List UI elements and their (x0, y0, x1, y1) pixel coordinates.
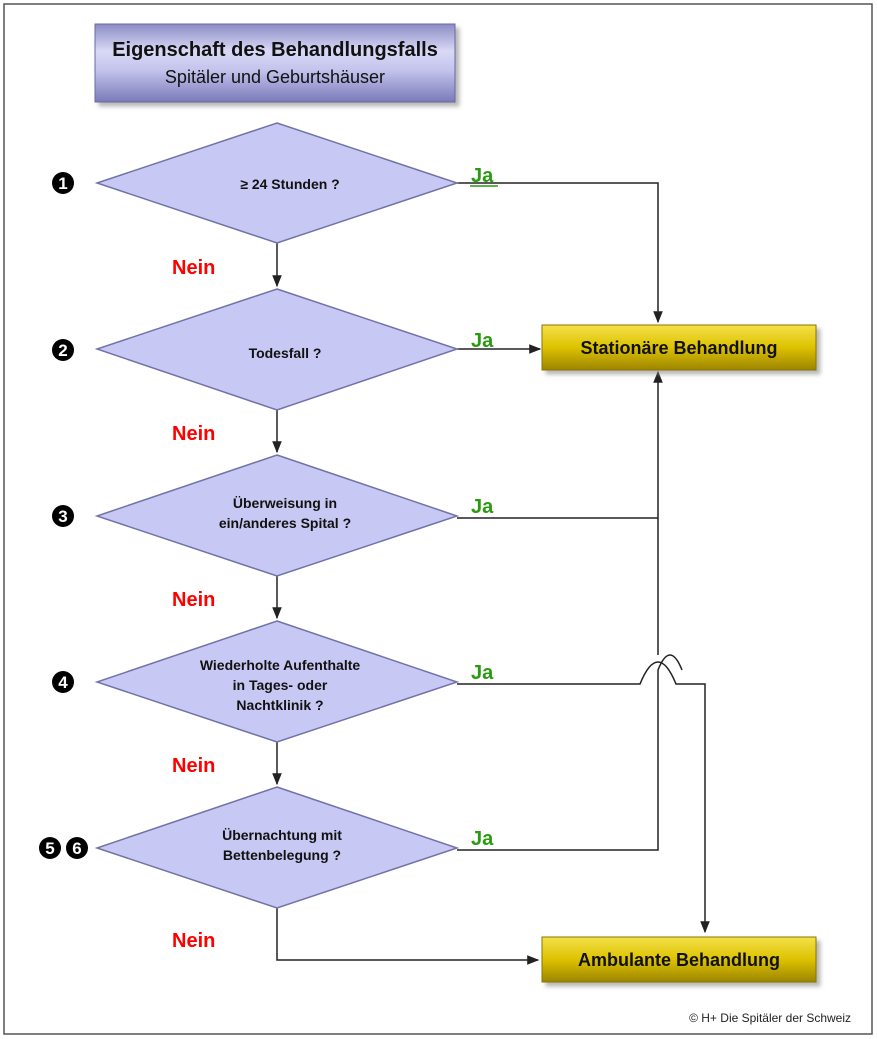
question-1-text: ≥ 24 Stunden ? (240, 176, 339, 192)
question-5-line-2: Bettenbelegung ? (223, 847, 341, 863)
question-4-line-1: Wiederholte Aufenthalte (200, 657, 361, 673)
question-3: Überweisung in ein/anderes Spital ? (94, 454, 460, 577)
yes-label-5: Ja (471, 828, 494, 850)
badge-4: 4 (52, 671, 74, 693)
no-labels: Nein Nein Nein Nein Nein (172, 257, 215, 952)
question-4-line-3: Nachtklinik ? (236, 697, 323, 713)
no-label-5: Nein (172, 930, 215, 952)
yes-label-3: Ja (471, 496, 494, 518)
svg-text:2: 2 (58, 341, 67, 360)
badge-2: 2 (52, 339, 74, 361)
connector-q4-yes (457, 661, 710, 934)
badge-3: 3 (52, 505, 74, 527)
copyright-text: © H+ Die Spitäler der Schweiz (689, 1011, 851, 1025)
question-3-line-1: Überweisung in (233, 495, 337, 511)
svg-text:6: 6 (72, 839, 81, 858)
question-3-line-2: ein/anderes Spital ? (219, 515, 351, 531)
header-subtitle: Spitäler und Geburtshäuser (165, 67, 385, 87)
yes-label-2: Ja (471, 330, 494, 352)
connector-q1-yes (457, 182, 663, 324)
question-2-text: Todesfall ? (249, 345, 322, 361)
question-4-line-2: in Tages- oder (233, 677, 328, 693)
no-label-2: Nein (172, 423, 215, 445)
connectors (272, 182, 710, 965)
no-label-1: Nein (172, 257, 215, 279)
no-label-4: Nein (172, 755, 215, 777)
header-box: Eigenschaft des Behandlungsfalls Spitäle… (94, 23, 456, 103)
connector-q5-yes (457, 654, 683, 851)
svg-text:3: 3 (58, 507, 67, 526)
no-label-3: Nein (172, 589, 215, 611)
connector-q5-no (276, 908, 540, 965)
outcome-inpatient-label: Stationäre Behandlung (580, 338, 777, 358)
outcome-outpatient-label: Ambulante Behandlung (578, 950, 780, 970)
header-title: Eigenschaft des Behandlungsfalls (112, 39, 438, 61)
yes-labels: Ja Ja Ja Ja Ja (470, 165, 498, 850)
outcome-inpatient: Stationäre Behandlung (541, 324, 817, 371)
svg-text:4: 4 (58, 673, 68, 692)
svg-text:1: 1 (58, 174, 67, 193)
question-1: ≥ 24 Stunden ? (94, 122, 460, 244)
question-4: Wiederholte Aufenthalte in Tages- oder N… (94, 620, 460, 743)
outcome-outpatient: Ambulante Behandlung (541, 936, 817, 983)
svg-text:5: 5 (45, 839, 54, 858)
question-5-line-1: Übernachtung mit (222, 827, 342, 843)
question-2: Todesfall ? (94, 288, 460, 411)
badge-5: 5 (39, 837, 61, 859)
question-5: Übernachtung mit Bettenbelegung ? (94, 786, 460, 909)
yes-label-1: Ja (471, 165, 494, 187)
yes-label-4: Ja (471, 662, 494, 684)
badge-6: 6 (66, 837, 88, 859)
badge-1: 1 (52, 172, 74, 194)
